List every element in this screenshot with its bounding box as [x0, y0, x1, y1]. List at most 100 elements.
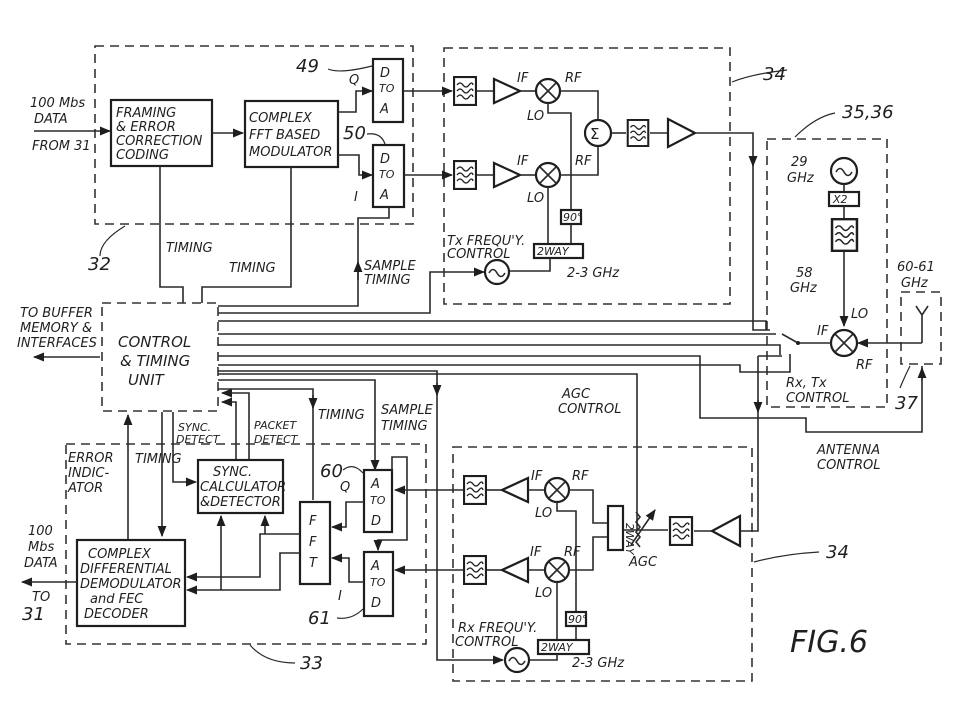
summer-icon: Σ — [583, 118, 613, 148]
framing-timing-line — [159, 166, 184, 303]
ref-leader-61 — [336, 608, 364, 619]
differential-demodulator-block: COMPLEX DIFFERENTIAL DEMODULATOR and FEC… — [75, 538, 187, 628]
tx-freq-control-label-2: CONTROL — [447, 247, 510, 262]
tx-phase-shift-label: 90° — [563, 211, 583, 224]
svg-text:MODULATOR: MODULATOR — [249, 145, 332, 160]
control-unit-label-3: UNIT — [128, 371, 166, 389]
tx-sample-timing-label-2: TIMING — [364, 273, 411, 288]
rx-output-label-3: DATA — [24, 556, 58, 571]
rx-i-mixer-icon — [543, 556, 571, 584]
ref-label-60: 60 — [320, 461, 343, 482]
rx-q-amplifier-icon — [499, 476, 530, 504]
switch-control-wire-1 — [218, 320, 767, 330]
rx-rf-group: 34 IF RF LO IF RF LO 2WAY — [393, 355, 849, 682]
lo-freq-label-1: 58 — [796, 266, 813, 281]
agc-control-label-2: CONTROL — [558, 402, 621, 417]
mod-to-dac-q-line — [338, 86, 374, 113]
rx-i-filter-icon — [463, 555, 487, 585]
dac-sample-timing-line — [218, 207, 390, 307]
rx-output-label-1: 100 — [28, 524, 53, 539]
tx-rf-group: 34 IF RF LO IF RF LO — [218, 47, 788, 331]
buffer-label-2: MEMORY & — [20, 321, 92, 336]
rx-q-if-label: IF — [531, 469, 543, 484]
rx-rf-boundary — [452, 446, 753, 682]
tx-i-rf-label: RF — [575, 154, 592, 169]
figure-title: FIG.6 — [790, 625, 868, 660]
sync-detect-label-1: SYNC. — [178, 421, 211, 434]
ref-label-61: 61 — [308, 608, 331, 629]
rx-i-amplifier-icon — [499, 556, 530, 584]
packet-detect-label-1: PACKET — [254, 419, 297, 432]
dac-q-block: D TO A — [371, 57, 405, 124]
ref-label-34-tx: 34 — [763, 64, 786, 85]
dac-i-block: D TO A — [371, 143, 406, 209]
mm-lo-label: LO — [851, 307, 868, 322]
tx-baseband-boundary — [94, 45, 414, 225]
tx-i-amplifier-icon — [492, 161, 523, 189]
svg-text:COMPLEX: COMPLEX — [249, 111, 313, 126]
rx-freq-control-wire — [218, 370, 484, 661]
rx-fft-timing-wire — [218, 388, 314, 500]
ref-leader-32 — [99, 225, 126, 257]
tx-freq-control-label-1: Tx FREQU'Y. — [447, 234, 525, 249]
rx-freq-control-label-1: Rx FREQU'Y. — [458, 621, 537, 636]
ref-leader-34-tx — [731, 69, 788, 83]
timing-label-1: TIMING — [166, 241, 213, 256]
rx-tx-switch-icon[interactable] — [781, 333, 800, 345]
sync-detect-label-2: DETECT — [176, 433, 221, 446]
rx-baseband-boundary — [65, 443, 427, 645]
tx-input-label-2: DATA — [34, 112, 68, 127]
tx-splitter-block — [532, 242, 585, 260]
rx-timing-label: TIMING — [318, 408, 365, 423]
control-timing-group: CONTROL & TIMING UNIT TO BUFFER MEMORY &… — [17, 302, 791, 661]
multiplier-label: X2 — [832, 193, 848, 206]
fft-q-to-demod-wire — [185, 533, 300, 582]
ref-label-34-rx: 34 — [826, 542, 849, 563]
tx-q-rf-wire — [560, 90, 599, 120]
tx-q-filter-icon — [453, 76, 477, 106]
control-unit-label-1: CONTROL — [118, 333, 191, 351]
rx-baseband-group: 33 ERROR INDIC- ATOR TIMING SYNC. CALCUL… — [20, 412, 427, 674]
rx-lna-amplifier-icon — [709, 514, 742, 548]
antenna-freq-label-2: GHz — [901, 276, 929, 291]
tx-osc-wire — [509, 258, 551, 272]
osc-freq-label-1: 29 — [791, 155, 808, 170]
mmwave-boundary — [766, 138, 888, 408]
svg-text:D: D — [371, 514, 381, 529]
tx-i-rf-wire — [560, 146, 599, 176]
adc-sample-timing-wire — [373, 456, 408, 552]
fft-i-to-demod-wire — [185, 552, 300, 595]
buffer-label-1: TO BUFFER — [20, 306, 93, 321]
svg-text:A: A — [370, 477, 380, 492]
tx-q-if-label: IF — [517, 71, 529, 86]
svg-text:DECODER: DECODER — [84, 607, 149, 622]
agc-attenuator-icon[interactable] — [630, 509, 656, 548]
tx-q-lo-wire — [547, 103, 572, 210]
svg-text:& ERROR: & ERROR — [116, 120, 176, 135]
adc-q-block: A TO D — [362, 468, 394, 534]
packet-detect-wire — [220, 388, 250, 460]
ref-leader-50 — [366, 133, 386, 145]
adc-q-channel-label: Q — [340, 480, 350, 495]
adc-i-channel-label: I — [338, 589, 342, 604]
tx-sample-timing-label-1: SAMPLE — [364, 259, 416, 274]
tx-input-label-3: FROM 31 — [32, 139, 91, 154]
lo-filter-icon — [830, 218, 859, 252]
rx-i-lo-label: LO — [535, 586, 552, 601]
svg-text:T: T — [309, 556, 318, 571]
ref-leader-37 — [899, 365, 911, 389]
sync-detect-wire — [220, 397, 237, 460]
lo-29ghz-oscillator-icon — [829, 156, 859, 186]
svg-text:SYNC.: SYNC. — [213, 465, 252, 480]
tx-band-label: 2-3 GHz — [567, 266, 620, 281]
control-timing-unit-block — [101, 302, 219, 412]
framing-coding-block: FRAMING & ERROR CORRECTION CODING — [109, 98, 214, 168]
mm-rf-label: RF — [856, 358, 873, 373]
mm-if-label: IF — [817, 324, 829, 339]
tx-q-rf-label: RF — [565, 71, 582, 86]
svg-text:F: F — [309, 514, 317, 529]
rx-i-rf-wire — [569, 536, 608, 571]
rx-band-label: 2-3 GHz — [572, 656, 625, 671]
